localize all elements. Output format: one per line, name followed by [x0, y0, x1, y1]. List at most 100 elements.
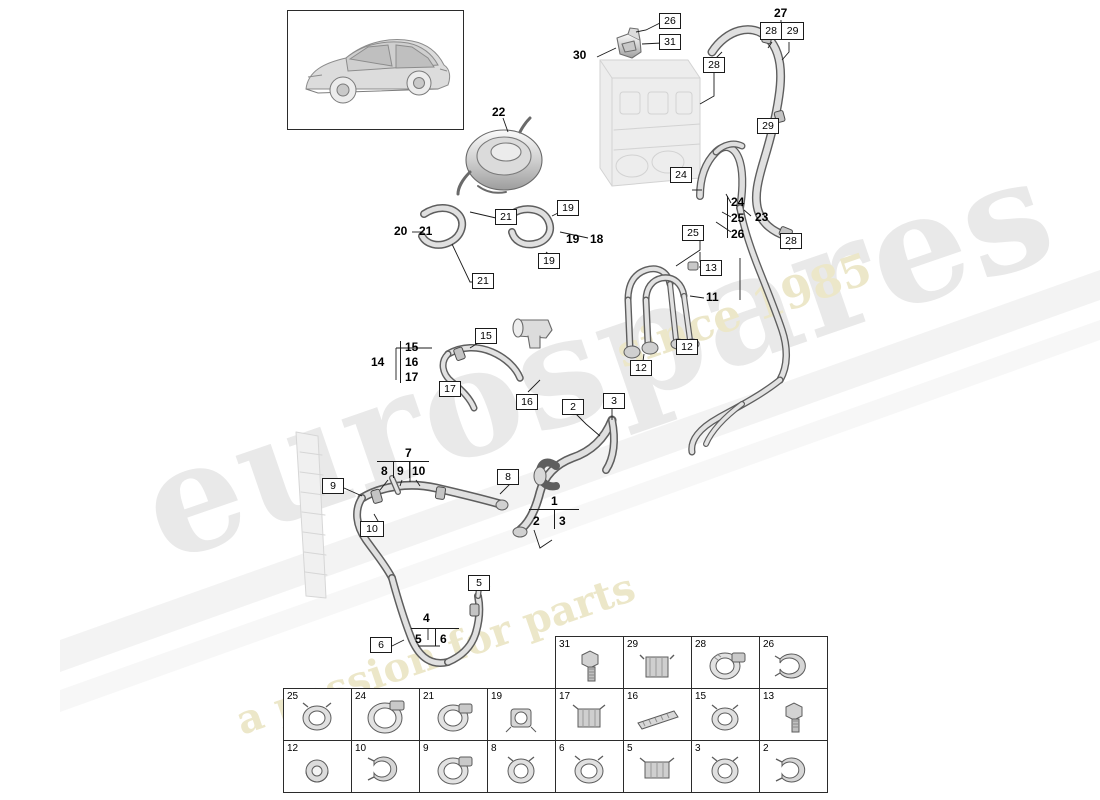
clamp-spring-icon [556, 697, 623, 738]
legend-cell-15[interactable]: 15 [691, 688, 760, 741]
legend-cell-12[interactable]: 12 [283, 740, 352, 793]
legend-cell-26[interactable]: 26 [759, 636, 828, 689]
callout-25-stack: 25 [731, 211, 745, 225]
legend-cell-2[interactable]: 2 [759, 740, 828, 793]
legend-row-1: 31 29 [284, 636, 828, 689]
legend-num: 12 [287, 743, 299, 754]
callout-12-a: 12 [676, 339, 698, 355]
stack-rule-123-v [554, 509, 555, 529]
clamp-worm-large-icon [352, 697, 419, 738]
stack-rule-151617 [400, 341, 401, 383]
callout-26-upper: 26 [659, 13, 681, 29]
clamp-open-icon [760, 645, 827, 686]
legend-cell-29[interactable]: 29 [623, 636, 692, 689]
legend-cell-empty [420, 637, 488, 689]
callout-8-clamp: 8 [497, 469, 519, 485]
clamp-worm-icon [692, 645, 759, 686]
legend-num: 3 [695, 743, 701, 754]
clamp-spring-icon [556, 749, 623, 790]
legend-cell-25[interactable]: 25 [283, 688, 352, 741]
clamp-worm-icon [420, 697, 487, 738]
clamp-spring-icon [692, 749, 759, 790]
legend-cell-8[interactable]: 8 [487, 740, 556, 793]
callout-17-clamp: 17 [439, 381, 461, 397]
legend-row-3: 12 10 [283, 740, 828, 793]
callout-8-row: 8 [381, 464, 388, 478]
callout-5-stack: 5 [415, 632, 422, 646]
callout-11: 11 [706, 290, 719, 304]
callout-16-clamp: 16 [516, 394, 538, 410]
bolt-icon [556, 645, 623, 686]
stack-rule-8910 [377, 461, 429, 462]
callout-27: 27 [774, 6, 788, 20]
legend-cell-5[interactable]: 5 [623, 740, 692, 793]
callout-18: 18 [590, 232, 604, 246]
legend-num: 8 [491, 743, 497, 754]
clip-bracket-icon [488, 697, 555, 738]
stack-rule-56-v [435, 628, 436, 646]
legend-cell-19[interactable]: 19 [487, 688, 556, 741]
callout-7: 7 [405, 446, 412, 460]
callout-28-lower: 28 [780, 233, 802, 249]
callout-9-row: 9 [397, 464, 404, 478]
callout-23: 23 [755, 210, 769, 224]
legend-cell-17[interactable]: 17 [555, 688, 624, 741]
clamp-spring-icon [692, 697, 759, 738]
callout-22: 22 [492, 105, 506, 119]
callout-24-stack: 24 [731, 195, 745, 209]
callout-10-row: 10 [412, 464, 426, 478]
callout-30: 30 [573, 48, 587, 62]
callout-25-line: 25 [682, 225, 704, 241]
callout-2-hose: 2 [562, 399, 584, 415]
legend-cell-13[interactable]: 13 [759, 688, 828, 741]
legend-num: 10 [355, 743, 367, 754]
callout-5-clamp: 5 [468, 575, 490, 591]
clamp-open-icon [760, 749, 827, 790]
legend-cell-empty [284, 637, 352, 689]
callout-24-engine: 24 [670, 167, 692, 183]
legend-num: 2 [763, 743, 769, 754]
legend-cell-3[interactable]: 3 [691, 740, 760, 793]
callout-10-clamp: 10 [360, 521, 384, 537]
callout-28-engine: 28 [703, 57, 725, 73]
callout-13: 13 [700, 260, 722, 276]
legend-cell-16[interactable]: 16 [623, 688, 692, 741]
callout-3-stack: 3 [559, 514, 566, 528]
clamp-spring-icon [624, 645, 691, 686]
callout-29-pipe: 29 [757, 118, 779, 134]
legend-cell-21[interactable]: 21 [419, 688, 488, 741]
callout-15-clamp: 15 [475, 328, 497, 344]
callout-17-stack: 17 [405, 370, 419, 384]
callout-21-clamp-a: 21 [495, 209, 517, 225]
legend-cell-24[interactable]: 24 [351, 688, 420, 741]
callout-19-b: 19 [566, 232, 580, 246]
parts-legend: 31 29 [283, 636, 828, 793]
callout-9-clamp: 9 [322, 478, 344, 494]
grommet-icon [284, 749, 351, 790]
clamp-strip-icon [624, 697, 691, 738]
legend-row-2: 25 24 [283, 688, 828, 741]
clamp-worm-icon [420, 749, 487, 790]
callout-19-a: 19 [557, 200, 579, 216]
stack-rule-8910-v1 [393, 461, 394, 478]
callout-2-stack: 2 [533, 514, 540, 528]
stack-rule-242526 [727, 196, 728, 238]
legend-num: 5 [627, 743, 633, 754]
legend-cell-6[interactable]: 6 [555, 740, 624, 793]
callout-14: 14 [371, 355, 385, 369]
legend-cell-28[interactable]: 28 [691, 636, 760, 689]
legend-cell-empty [488, 637, 556, 689]
callout-28-29: 28 29 [760, 22, 804, 40]
bolt-icon [760, 697, 827, 738]
callout-16-stack: 16 [405, 355, 419, 369]
callout-3-hose: 3 [603, 393, 625, 409]
callout-31: 31 [659, 34, 681, 50]
legend-cell-9[interactable]: 9 [419, 740, 488, 793]
legend-cell-31[interactable]: 31 [555, 636, 624, 689]
vehicle-inset [287, 10, 464, 130]
callout-12-b: 12 [630, 360, 652, 376]
legend-cell-10[interactable]: 10 [351, 740, 420, 793]
callout-20: 20 [394, 224, 408, 238]
clamp-spring-icon [488, 749, 555, 790]
